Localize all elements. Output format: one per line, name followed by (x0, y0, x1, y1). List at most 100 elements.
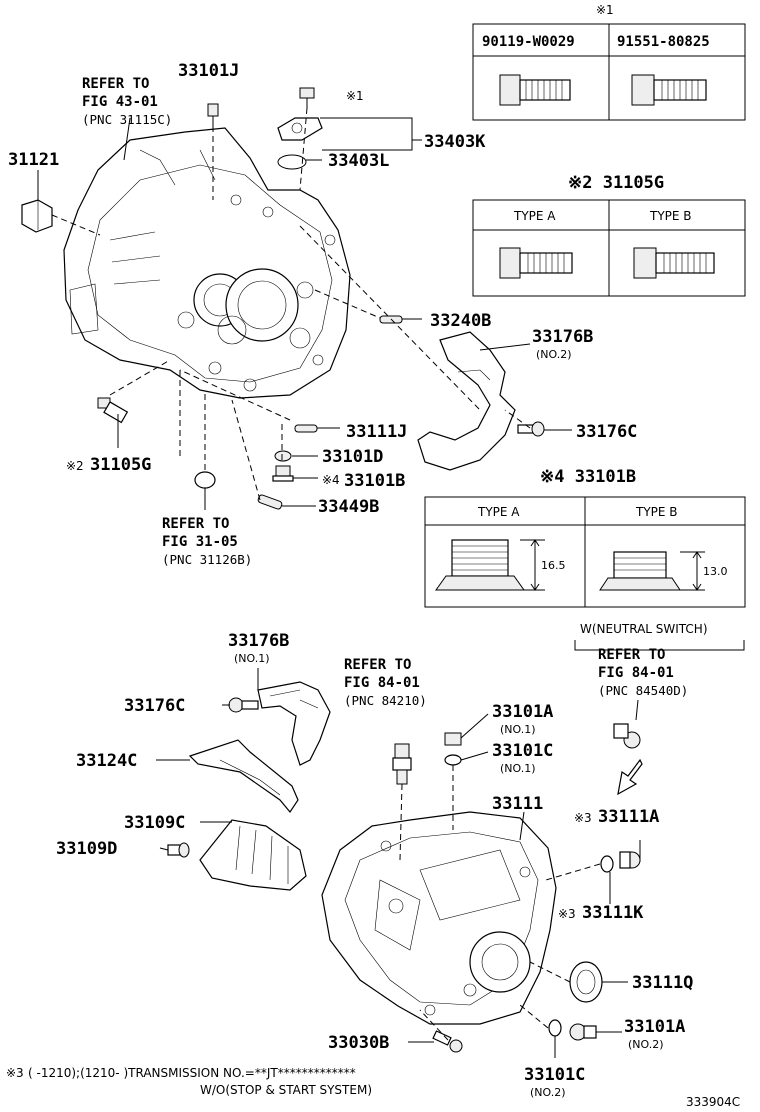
pin-33111J-icon (295, 425, 317, 432)
table2-col-b: TYPE B (649, 209, 692, 223)
gasket-33111K-icon (601, 856, 613, 872)
bolt-type-a-icon (500, 248, 572, 278)
label-31105G: 31105G (90, 455, 151, 475)
label-33111A: 33111A (598, 807, 659, 827)
bolt-b-icon (632, 75, 706, 105)
bolt-31105G-icon (98, 398, 127, 422)
label-33176C-top: 33176C (576, 422, 637, 442)
plug-33101A-bot-icon (570, 1024, 596, 1040)
label-33449B: 33449B (318, 497, 379, 517)
table2-col-a: TYPE A (513, 209, 556, 223)
ref-fig31-line2: FIG 31-05 (162, 534, 238, 550)
part-33449B-icon (257, 494, 282, 510)
label-33109D: 33109D (56, 839, 117, 859)
footnote-line1: ( -1210);(1210- )TRANSMISSION NO.=**JT**… (28, 1066, 356, 1080)
label-33111: 33111 (492, 794, 543, 814)
bolt-mark1-icon (300, 88, 314, 108)
transaxle-housing-drawing (64, 128, 350, 398)
bolt-a-icon (500, 75, 570, 105)
table3-col-a: TYPE A (477, 505, 520, 519)
bolt-table-1: ※1 90119-W0029 91551-80825 (473, 3, 745, 120)
cover-33109C-icon (200, 820, 306, 890)
label-33101B: 33101B (344, 471, 405, 491)
neutral-switch-84540D-icon (614, 724, 640, 748)
label-33030B: 33030B (328, 1033, 389, 1053)
label-33176B-top: 33176B (532, 327, 593, 347)
plug-33101B-icon (273, 466, 293, 481)
label-33403K: 33403K (424, 132, 486, 152)
table1-mark: ※1 (596, 3, 614, 17)
footnote-mark: ※3 (6, 1066, 24, 1080)
seal-31126B-icon (195, 472, 215, 488)
ref-fig31-line1: REFER TO (162, 516, 229, 532)
table1-col-b: 91551-80825 (617, 34, 710, 50)
footnote-line2: W/O(STOP & START SYSTEM) (200, 1083, 372, 1097)
label-33101C-top-sub: (NO.1) (500, 762, 536, 775)
label-33101A-top-sub: (NO.1) (500, 723, 536, 736)
label-33101B-mark: ※4 (322, 473, 340, 487)
switch-84210-icon (393, 744, 411, 784)
ref-fig84b-line3: (PNC 84540D) (598, 683, 688, 698)
bolt-33176C-bot-icon (229, 698, 258, 712)
label-33403L: 33403L (328, 151, 389, 171)
label-33111A-mark: ※3 (574, 811, 592, 825)
ref-fig84a-line1: REFER TO (344, 657, 411, 673)
label-33111J: 33111J (346, 422, 407, 442)
ref-fig84b-line1: REFER TO (598, 647, 665, 663)
seal-33111Q-icon (570, 962, 602, 1002)
neutral-switch-title: W(NEUTRAL SWITCH) (580, 622, 708, 636)
protector-33176B-no2-icon (418, 332, 515, 470)
ref-fig43-line3: (PNC 31115C) (82, 112, 172, 127)
table3-col-b: TYPE B (635, 505, 678, 519)
label-33111Q: 33111Q (632, 973, 693, 993)
bolt-table-2: ※2 31105G TYPE A TYPE B (473, 173, 745, 296)
dim-b-value: 13.0 (703, 565, 728, 578)
o-ring-33403L-icon (278, 155, 306, 169)
label-33176B-top-sub: (NO.2) (536, 348, 572, 361)
gasket-33101C-top-icon (445, 755, 461, 765)
label-33176B-bot-sub: (NO.1) (234, 652, 270, 665)
install-arrow-icon (618, 760, 642, 794)
label-33101D: 33101D (322, 447, 383, 467)
ref-fig84a-line3: (PNC 84210) (344, 693, 427, 708)
table3-title: ※4 33101B (540, 467, 636, 487)
plug-table: ※4 33101B TYPE A TYPE B 16.5 13.0 (425, 467, 745, 607)
bolt-33030B-icon (433, 1031, 462, 1052)
label-33111K-mark: ※3 (558, 907, 576, 921)
label-33109C: 33109C (124, 813, 185, 833)
label-33101C-bot: 33101C (524, 1065, 585, 1085)
label-33176C-bot: 33176C (124, 696, 185, 716)
part-33101D-icon (275, 451, 291, 461)
gasket-33101C-bot-icon (549, 1020, 561, 1036)
table1-col-a: 90119-W0029 (482, 34, 575, 50)
protector-33176B-no1-icon (258, 682, 330, 765)
bolt-type-b-icon (634, 248, 714, 278)
table2-title: ※2 31105G (568, 173, 664, 193)
part-31121-icon (22, 200, 52, 232)
label-33176B-bot: 33176B (228, 631, 289, 651)
plug-33101A-top-icon (445, 733, 461, 745)
part-33403K-icon (278, 118, 322, 140)
dim-a-value: 16.5 (541, 559, 566, 572)
label-33101A-bot: 33101A (624, 1017, 685, 1037)
label-31121: 31121 (8, 150, 59, 170)
label-mark1-bolt: ※1 (346, 89, 364, 103)
label-33124C: 33124C (76, 751, 137, 771)
bolt-33109D-icon (168, 843, 189, 857)
label-33101C-bot-sub: (NO.2) (530, 1086, 566, 1099)
ref-fig43-line1: REFER TO (82, 76, 149, 92)
label-31105G-mark: ※2 (66, 459, 84, 473)
label-33101A-bot-sub: (NO.2) (628, 1038, 664, 1051)
label-33240B: 33240B (430, 311, 491, 331)
guide-33124C-icon (190, 740, 298, 812)
bolt-33176C-top-icon (518, 422, 544, 436)
label-33111K: 33111K (582, 903, 644, 923)
label-33101J: 33101J (178, 61, 239, 81)
lower-case-drawing (322, 812, 556, 1024)
part-33101J-icon (208, 104, 218, 126)
ref-fig84b-line2: FIG 84-01 (598, 665, 674, 681)
ref-fig84a-line2: FIG 84-01 (344, 675, 420, 691)
plug-type-b-icon (600, 552, 705, 590)
label-33101C-top: 33101C (492, 741, 553, 761)
